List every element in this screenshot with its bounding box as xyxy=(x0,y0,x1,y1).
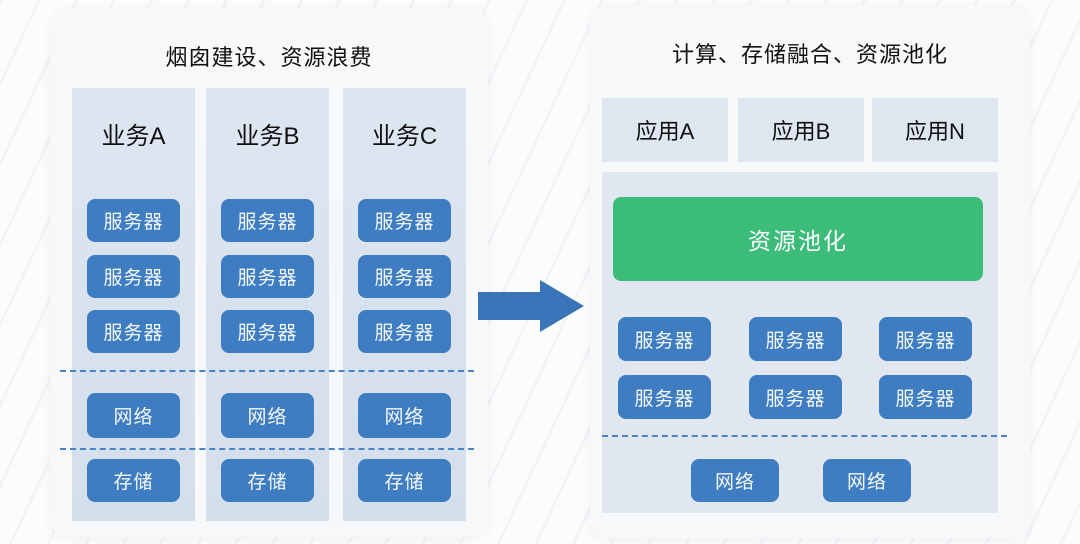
network-box: 网络 xyxy=(221,393,314,438)
app-box-b: 应用B xyxy=(738,98,864,162)
resource-pool-container: 资源池化 服务器 服务器 服务器 服务器 服务器 服务器 网络 网络 xyxy=(602,172,998,513)
server-box: 服务器 xyxy=(749,317,842,361)
server-box: 服务器 xyxy=(618,375,711,419)
network-storage-divider-line xyxy=(60,448,474,450)
server-box: 服务器 xyxy=(879,317,972,361)
business-a-label: 业务A xyxy=(101,123,166,150)
silo-panel-title: 烟囱建设、资源浪费 xyxy=(165,45,373,70)
resource-pool-banner: 资源池化 xyxy=(613,197,983,281)
business-b-label: 业务B xyxy=(235,123,300,150)
network-box: 网络 xyxy=(691,459,779,502)
server-box: 服务器 xyxy=(221,310,314,353)
server-box: 服务器 xyxy=(221,255,314,298)
server-box: 服务器 xyxy=(87,199,180,242)
server-box: 服务器 xyxy=(87,310,180,353)
server-box: 服务器 xyxy=(221,199,314,242)
server-box: 服务器 xyxy=(879,375,972,419)
app-box-n: 应用N xyxy=(872,98,998,162)
storage-box: 存储 xyxy=(87,459,180,502)
business-column-b: 业务B 服务器 服务器 服务器 网络 存储 xyxy=(206,88,329,521)
silo-architecture-panel: 烟囱建设、资源浪费 业务A 服务器 服务器 服务器 网络 存储 业务B 服务器 … xyxy=(50,8,488,537)
business-c-label: 业务C xyxy=(371,123,438,150)
storage-box: 存储 xyxy=(358,459,451,502)
server-box: 服务器 xyxy=(618,317,711,361)
network-box: 网络 xyxy=(87,393,180,438)
server-box: 服务器 xyxy=(87,255,180,298)
business-column-c: 业务C 服务器 服务器 服务器 网络 存储 xyxy=(343,88,466,521)
storage-box: 存储 xyxy=(221,459,314,502)
pooled-panel-title: 计算、存储融合、资源池化 xyxy=(671,42,948,67)
server-box: 服务器 xyxy=(358,199,451,242)
server-network-divider-line xyxy=(60,370,474,372)
server-box: 服务器 xyxy=(358,255,451,298)
server-box: 服务器 xyxy=(749,375,842,419)
business-column-a: 业务A 服务器 服务器 服务器 网络 存储 xyxy=(72,88,195,521)
right-arrow-icon xyxy=(478,280,584,332)
network-box: 网络 xyxy=(358,393,451,438)
network-box: 网络 xyxy=(823,459,911,502)
pool-network-divider-line xyxy=(602,435,1007,437)
app-box-a: 应用A xyxy=(602,98,728,162)
pooled-architecture-panel: 计算、存储融合、资源池化 应用A 应用B 应用N 资源池化 服务器 服务器 服务… xyxy=(590,5,1030,538)
server-box: 服务器 xyxy=(358,310,451,353)
